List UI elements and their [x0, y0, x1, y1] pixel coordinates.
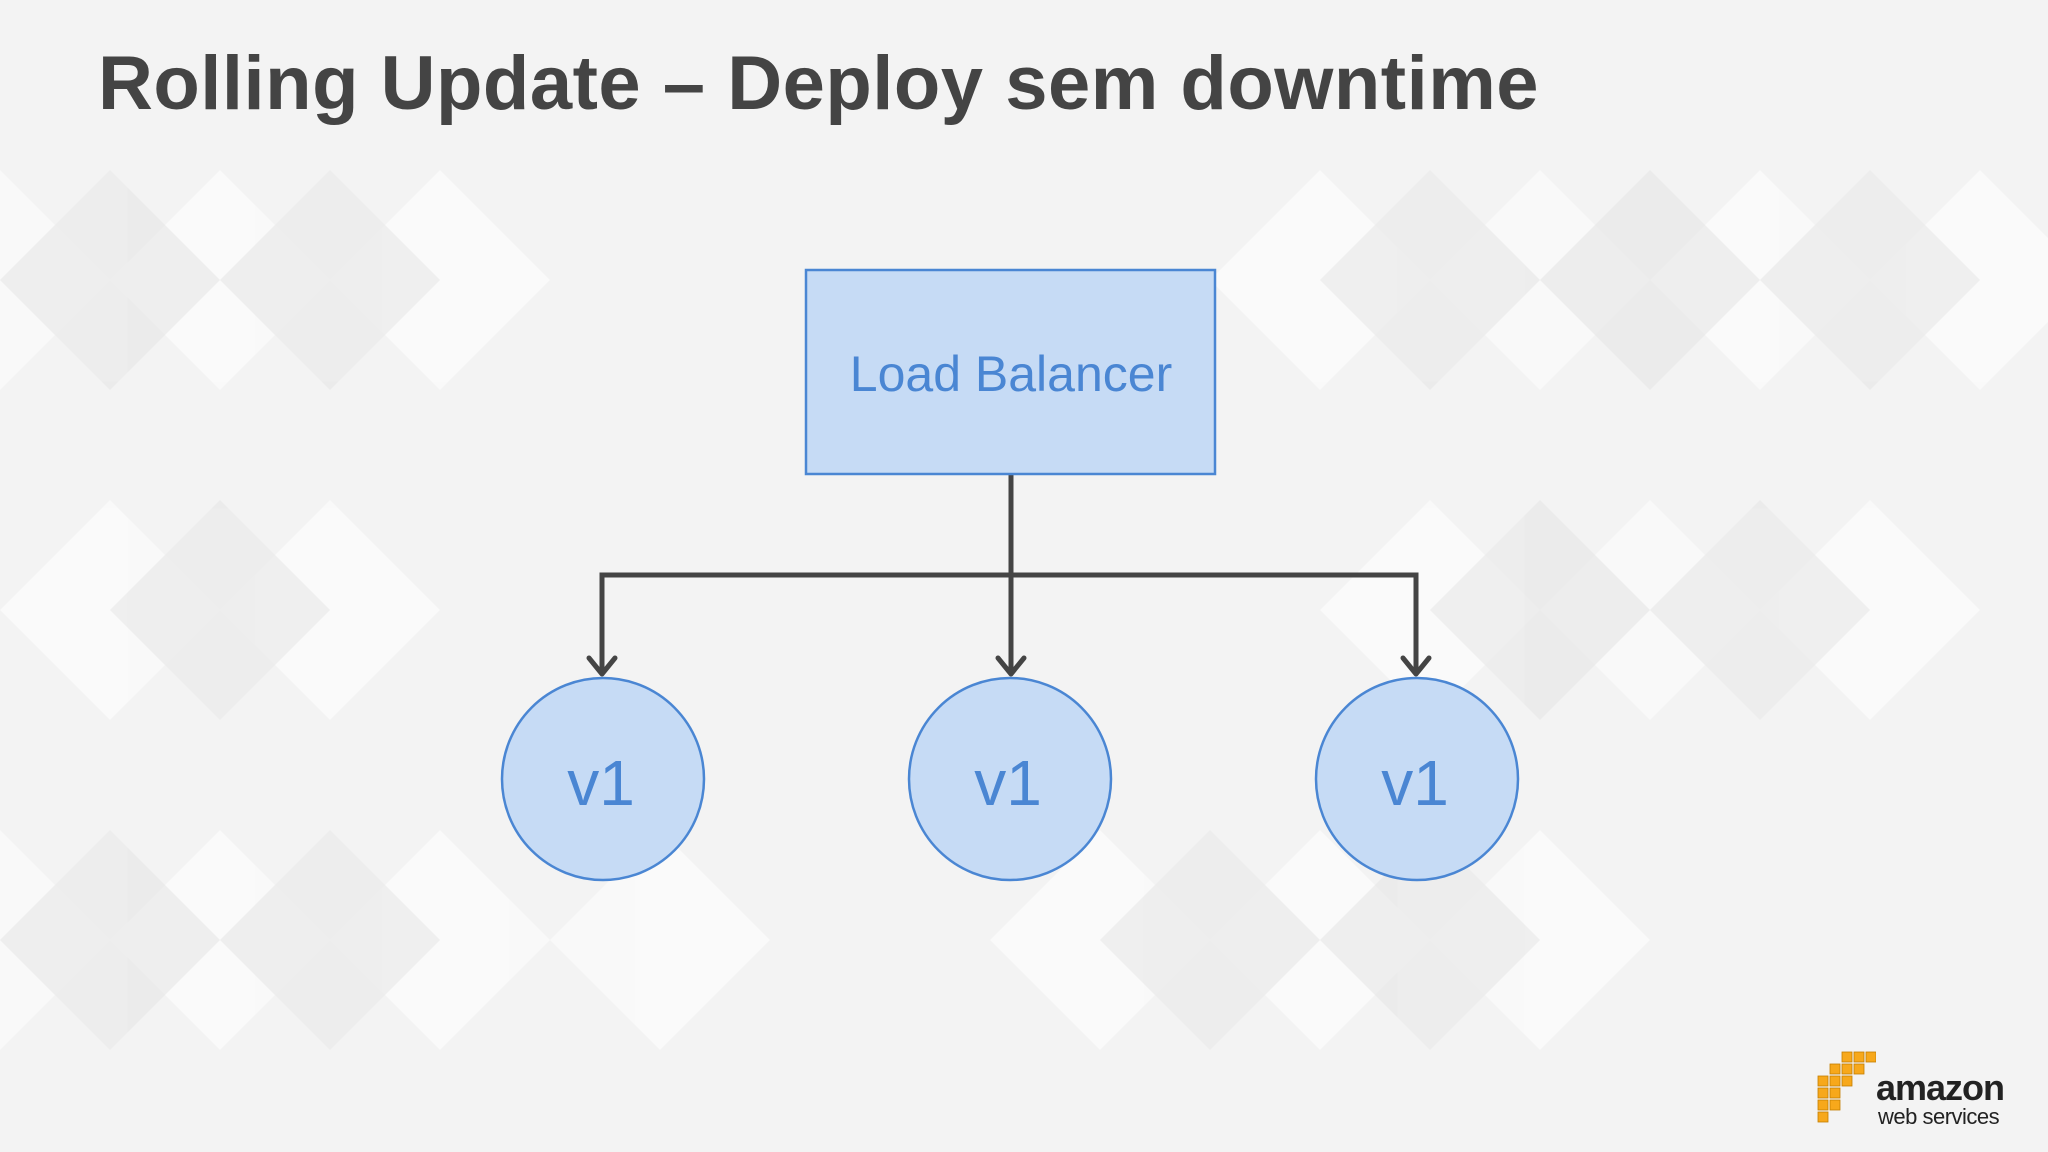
instance-label: v1 — [567, 747, 635, 819]
aws-logo-subtitle: web services — [1878, 1104, 2000, 1129]
instance-circle — [500, 676, 706, 882]
instance-node-3: v1 — [1314, 676, 1520, 882]
arrowhead-right — [1400, 655, 1432, 677]
instance-label: v1 — [974, 747, 1042, 819]
aws-logo-wordmark: amazon — [1876, 1067, 2005, 1108]
arrowhead-left — [586, 655, 618, 677]
connector-lines — [599, 471, 1419, 675]
load-balancer: Load Balancer — [804, 268, 1217, 476]
instance-circle — [907, 676, 1113, 882]
instance-label: v1 — [1381, 747, 1449, 819]
instance-node-1: v1 — [500, 676, 706, 882]
instance-node-2: v1 — [907, 676, 1113, 882]
aws-logo: amazon web services — [1812, 1048, 2022, 1128]
arrowheads — [586, 655, 1432, 677]
arrowhead-center — [995, 655, 1027, 677]
instance-circle — [1314, 676, 1520, 882]
load-balancer-label: Load Balancer — [850, 346, 1172, 402]
slide-title: Rolling Update – Deploy sem downtime — [98, 41, 1540, 126]
load-balancer-box — [804, 268, 1217, 476]
aws-cubes-icon — [1817, 1051, 1876, 1123]
